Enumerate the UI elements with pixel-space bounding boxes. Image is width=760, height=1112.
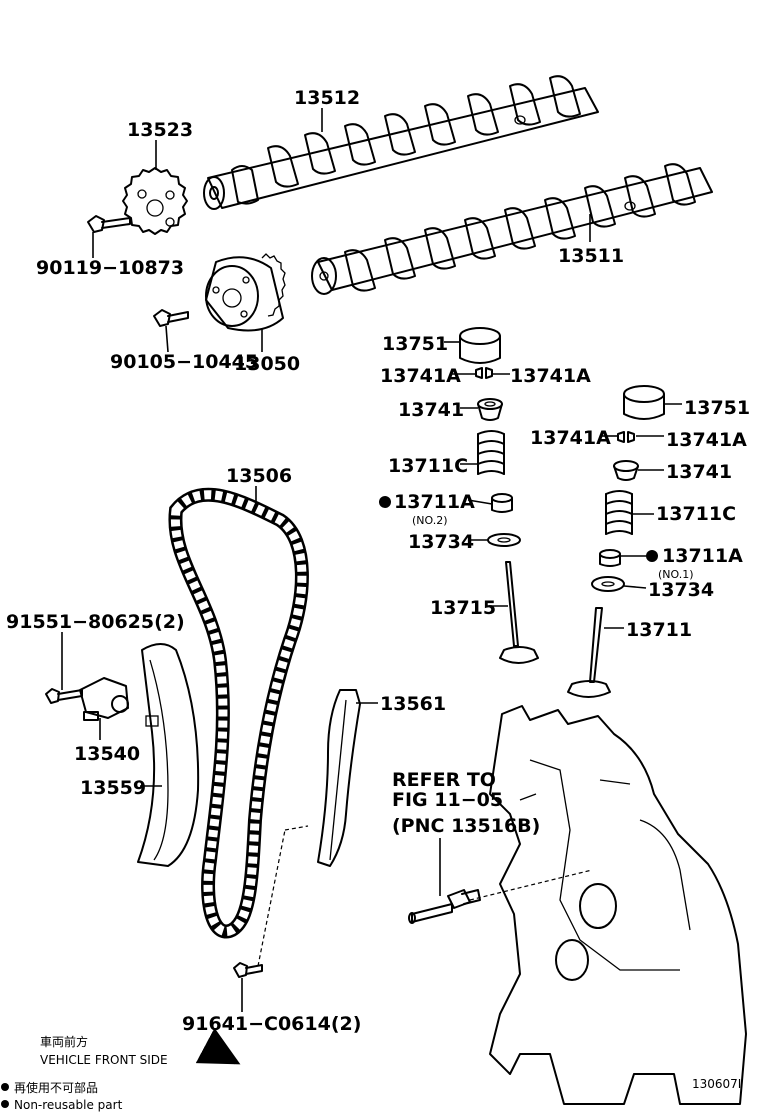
leader-lines <box>61 108 682 1012</box>
refer-note: REFER TO FIG 11−05 (PNC 13516B) <box>392 769 540 837</box>
label-13711A-b: 13711A <box>662 545 743 567</box>
part-labels: 13512 13523 90119−10873 13511 90105−1044… <box>6 87 750 1035</box>
label-13540: 13540 <box>74 743 140 765</box>
refer-line-1: REFER TO <box>392 769 496 791</box>
guide-13561 <box>317 689 361 867</box>
valve-train-left <box>459 327 539 664</box>
label-13711A-b-sub: (NO.1) <box>658 568 694 581</box>
label-13741A-a1: 13741A <box>380 365 461 387</box>
seat-13734-b <box>591 576 625 592</box>
retainer-13741-a <box>477 398 503 421</box>
bolt-91551 <box>45 688 83 704</box>
label-91641: 91641−C0614(2) <box>182 1013 361 1035</box>
spring-13711C-a <box>477 430 505 475</box>
label-13561: 13561 <box>380 693 446 715</box>
camshaft-13511 <box>311 163 713 295</box>
label-13559: 13559 <box>80 777 146 799</box>
legend-dot-icon-1 <box>1 1083 9 1091</box>
label-13741A-a2: 13741A <box>510 365 591 387</box>
legend-jp: 再使用不可部品 <box>14 1080 98 1095</box>
pin-13516B <box>408 889 481 924</box>
keeper-13741A-a <box>475 367 493 379</box>
seat-13734-a <box>487 533 521 547</box>
front-side-jp: 車両前方 <box>40 1034 88 1049</box>
keeper-13741A-b <box>617 431 635 443</box>
label-13734-a: 13734 <box>408 531 474 553</box>
seal-13711A-a <box>491 493 513 513</box>
sprocket-13523 <box>122 167 188 235</box>
lifter-13751-a <box>459 327 501 364</box>
tensioner-13540 <box>79 677 129 721</box>
refer-line-2: FIG 11−05 <box>392 789 503 811</box>
label-13523: 13523 <box>127 119 193 141</box>
label-13711C-b: 13711C <box>656 503 736 525</box>
label-13511: 13511 <box>558 245 624 267</box>
label-90119: 90119−10873 <box>36 257 184 279</box>
label-13050: 13050 <box>234 353 300 375</box>
label-91551: 91551−80625(2) <box>6 611 185 633</box>
label-13711A-a-sub: (NO.2) <box>412 514 448 527</box>
label-13715: 13715 <box>430 597 496 619</box>
label-13506: 13506 <box>226 465 292 487</box>
vvt-gear-13050 <box>205 253 286 332</box>
footer: 車両前方 VEHICLE FRONT SIDE 再使用不可部品 Non-reus… <box>1 1027 741 1112</box>
label-13734-b: 13734 <box>648 579 714 601</box>
label-13711: 13711 <box>626 619 692 641</box>
lifter-13751-b <box>623 385 665 420</box>
legend-en: Non-reusable part <box>14 1098 123 1112</box>
valve-13711 <box>567 607 611 698</box>
label-13512: 13512 <box>294 87 360 109</box>
label-13711A-a: 13711A <box>394 491 475 513</box>
timing-chain-13506 <box>168 487 309 939</box>
bolt-91641 <box>233 962 263 978</box>
camshaft-13512 <box>203 75 599 210</box>
non-reusable-dot-b <box>646 550 658 562</box>
bolt-90119 <box>87 215 131 233</box>
label-13741-b: 13741 <box>666 461 732 483</box>
legend-dot-icon-2 <box>1 1100 9 1108</box>
diagram-id: 130607I <box>692 1077 741 1091</box>
spring-13711C-b <box>605 490 633 535</box>
label-13741A-b1: 13741A <box>530 427 611 449</box>
valve-13715 <box>499 561 539 664</box>
seal-13711A-b <box>599 549 621 567</box>
engine-block <box>489 705 747 1105</box>
bolt-90105 <box>153 309 189 327</box>
valve-train-right <box>567 385 665 698</box>
label-13741A-b2: 13741A <box>666 429 747 451</box>
label-13751-a: 13751 <box>382 333 448 355</box>
label-13751-b: 13751 <box>684 397 750 419</box>
refer-line-3: (PNC 13516B) <box>392 815 540 837</box>
label-13711C-a: 13711C <box>388 455 468 477</box>
non-reusable-dot-a <box>379 496 391 508</box>
front-side-en: VEHICLE FRONT SIDE <box>40 1053 168 1067</box>
label-13741-a: 13741 <box>398 399 464 421</box>
slipper-13559 <box>137 643 200 867</box>
retainer-13741-b <box>613 460 639 481</box>
label-90105: 90105−10445 <box>110 351 258 373</box>
front-arrow-icon <box>195 1027 241 1065</box>
